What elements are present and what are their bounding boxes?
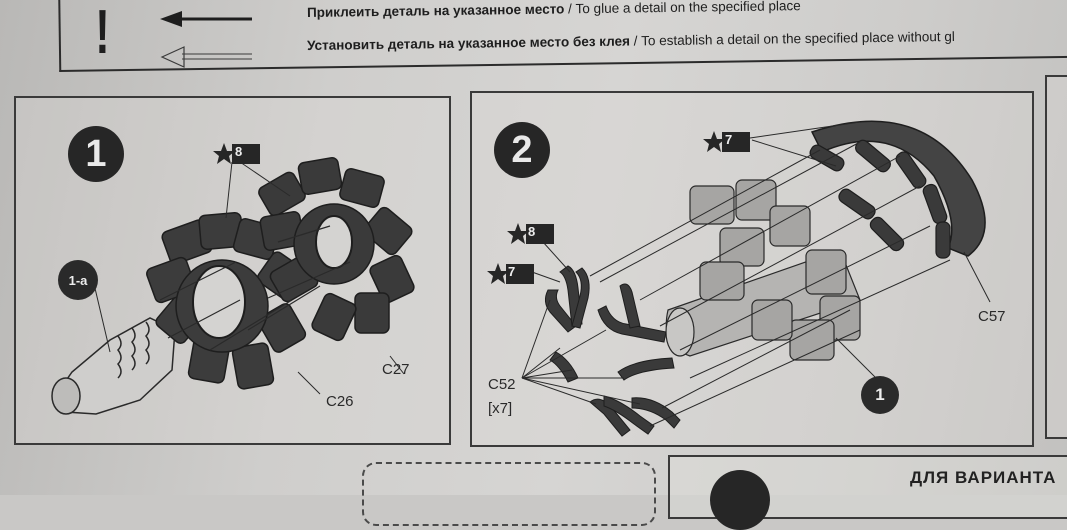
exhaust-ring-c57-icon bbox=[809, 120, 986, 259]
step-1-paint-ref: 8 bbox=[235, 144, 243, 159]
step-4-number-circle bbox=[710, 470, 770, 530]
step-2-paint-ref-1: 7 bbox=[725, 132, 733, 147]
subassembly-1a-badge: 1-a bbox=[58, 260, 98, 300]
legend-arrows bbox=[160, 11, 252, 68]
exclamation-mark-icon: ! bbox=[95, 0, 110, 67]
step-2-drawing bbox=[521, 120, 991, 437]
step-3-panel-edge bbox=[1045, 75, 1067, 439]
step-1-drawing bbox=[51, 156, 415, 415]
step-1-number: 1 bbox=[68, 126, 124, 182]
paint-ref-star-icon bbox=[703, 131, 750, 152]
step-2-number: 2 bbox=[494, 122, 550, 178]
glue-arrow-icon bbox=[160, 11, 252, 27]
paint-ref-star-icon bbox=[487, 263, 534, 284]
exhaust-pipes-c52-icon bbox=[544, 265, 681, 437]
part-quantity-c52: [x7] bbox=[488, 400, 513, 417]
cowling-part-icon bbox=[51, 317, 176, 415]
engine-assembly-icon bbox=[665, 179, 861, 361]
paint-ref-star-icon bbox=[213, 143, 260, 164]
no-glue-arrow-icon bbox=[160, 46, 252, 68]
step-2-paint-ref-3: 7 bbox=[508, 264, 516, 279]
part-label-c27: C27 bbox=[382, 361, 410, 378]
next-step-dashed-box bbox=[362, 462, 656, 526]
subassembly-1-badge: 1 bbox=[861, 376, 899, 414]
part-label-c52: C52 bbox=[488, 376, 516, 393]
step-2-paint-ref-2: 8 bbox=[528, 224, 536, 239]
variant-title: ДЛЯ ВАРИАНТА bbox=[910, 468, 1057, 487]
part-label-c57: C57 bbox=[978, 308, 1006, 325]
part-label-c26: C26 bbox=[326, 393, 354, 410]
paint-ref-star-icon bbox=[507, 223, 554, 244]
